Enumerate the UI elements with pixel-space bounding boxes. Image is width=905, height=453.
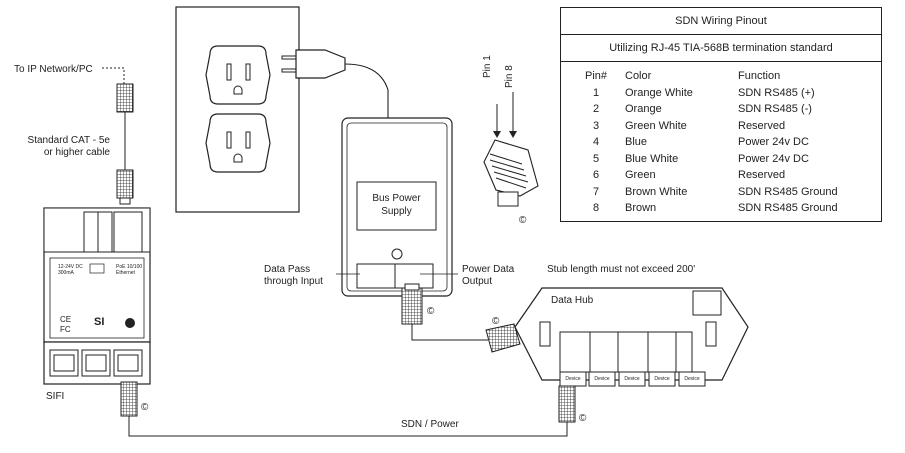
pin-number: 5 (592, 152, 600, 165)
wire-function: Reserved (738, 119, 786, 132)
device-label: Device (654, 376, 670, 382)
pin1-label: Pin 1 (482, 55, 493, 78)
wire-function: Power 24v DC (738, 152, 809, 165)
sifi-logo: SI (94, 316, 105, 328)
copyright-mark: © (141, 402, 149, 413)
wire-function: SDN RS485 (+) (738, 86, 815, 99)
ip-network-label: To IP Network/PC (14, 64, 93, 75)
bus-power-supply (336, 117, 458, 297)
table-row: 6 Green Reserved (567, 167, 878, 184)
sifi-label: SIFI (46, 391, 65, 402)
copyright-mark: © (579, 413, 587, 424)
pin-number: 8 (592, 202, 600, 215)
sifi-spec-line2: 300mA (58, 270, 74, 276)
pin-number: 1 (592, 86, 600, 99)
pin-number: 6 (592, 169, 600, 182)
data-hub (514, 287, 749, 387)
copyright-mark: © (519, 215, 527, 226)
sifi-device (43, 207, 151, 385)
sifi-spec-line4: Ethernet (116, 270, 135, 276)
wire-color: Green White (625, 119, 687, 132)
data-pass-label-line2: through Input (264, 276, 323, 287)
bus-power-label-line2: Supply (381, 206, 412, 217)
data-pass-label-line1: Data Pass (264, 264, 311, 275)
copyright-mark: © (427, 306, 435, 317)
copyright-mark: © (492, 316, 500, 327)
pin-number: 2 (592, 103, 600, 116)
pin-number: 4 (592, 136, 600, 149)
wire-color: Orange (625, 103, 662, 116)
table-row: 1 Orange White SDN RS485 (+) (567, 85, 878, 102)
device-label: Device (624, 376, 640, 382)
sifi-spec-line1: 12-24V DC (58, 264, 83, 270)
device-label: Device (684, 376, 700, 382)
table-row: 5 Blue White Power 24v DC (567, 151, 878, 168)
pin-number: 3 (592, 119, 600, 132)
table-row: 2 Orange SDN RS485 (-) (567, 101, 878, 118)
power-data-label-line2: Output (462, 276, 493, 287)
cat-cable-label-line1: Standard CAT - 5e (27, 135, 110, 146)
wire-function: SDN RS485 Ground (738, 185, 838, 198)
color-header: Color (625, 70, 652, 83)
pinout-table: SDN Wiring Pinout Utilizing RJ-45 TIA-56… (560, 7, 882, 222)
wire-color: Brown (625, 202, 657, 215)
pin8-label: Pin 8 (504, 65, 515, 88)
sifi-spec-line3: PoE 10/100 (116, 264, 143, 270)
wire-color: Blue (625, 136, 648, 149)
wire-function: SDN RS485 Ground (738, 202, 838, 215)
device-label: Device (565, 376, 581, 382)
sifi-ce-mark: CE (60, 315, 72, 324)
bus-power-label-line1: Bus Power (372, 193, 421, 204)
pinout-title: SDN Wiring Pinout (561, 8, 881, 35)
wire-function: Reserved (738, 169, 786, 182)
sdn-cables (120, 323, 576, 437)
wire-color: Blue White (625, 152, 679, 165)
rj45-pin-connector (483, 92, 539, 207)
stub-length-note: Stub length must not exceed 200' (547, 264, 696, 275)
pin-header: Pin# (584, 70, 608, 83)
table-row: 7 Brown White SDN RS485 Ground (567, 184, 878, 201)
function-header: Function (738, 70, 781, 83)
power-plug (281, 49, 389, 118)
table-row: 4 Blue Power 24v DC (567, 134, 878, 151)
pinout-header-row: Pin# Color Function (567, 68, 878, 85)
data-hub-label: Data Hub (551, 295, 594, 306)
device-label: Device (594, 376, 610, 382)
rj45-connector-power-supply (401, 283, 423, 325)
wire-color: Green (625, 169, 656, 182)
pin-number: 7 (592, 185, 600, 198)
sifi-fc-mark: FC (60, 325, 71, 334)
wire-color: Brown White (625, 185, 688, 198)
wire-function: Power 24v DC (738, 136, 809, 149)
power-data-label-line1: Power Data (462, 264, 515, 275)
sdn-power-label: SDN / Power (401, 419, 459, 430)
table-row: 8 Brown SDN RS485 Ground (567, 200, 878, 217)
pinout-rows: Pin# Color Function 1 Orange White SDN R… (567, 68, 878, 217)
wall-outlet (175, 6, 300, 213)
pinout-subtitle: Utilizing RJ-45 TIA-568B termination sta… (561, 35, 881, 62)
table-row: 3 Green White Reserved (567, 118, 878, 135)
wire-color: Orange White (625, 86, 693, 99)
cat-cable-label-line2: or higher cable (43, 147, 110, 158)
cat-cable (102, 67, 134, 205)
wire-function: SDN RS485 (-) (738, 103, 812, 116)
